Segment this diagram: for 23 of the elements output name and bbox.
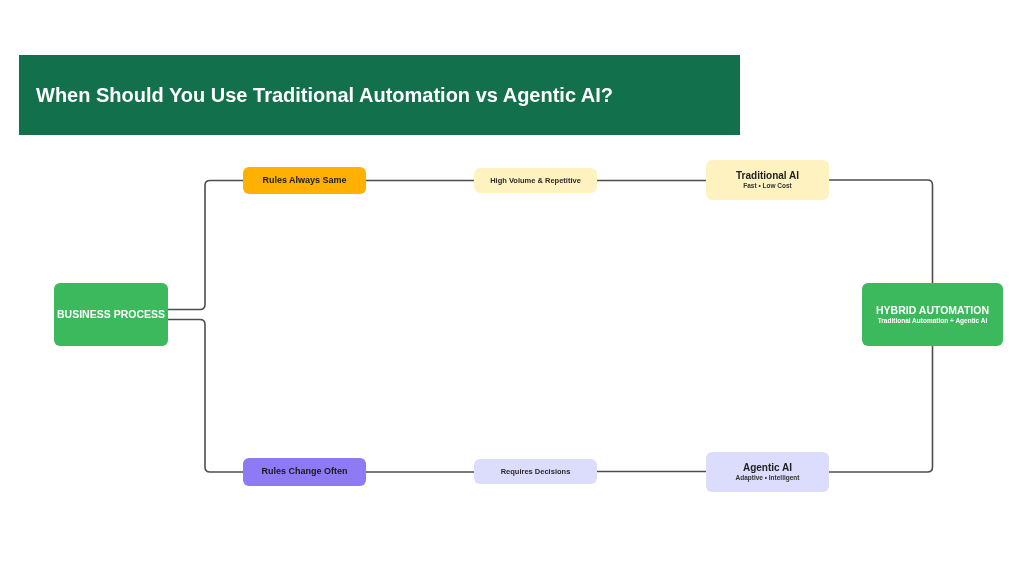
node-label: Rules Change Often [261, 466, 348, 478]
node-label: Agentic AI [742, 461, 793, 475]
condition-box [243, 458, 366, 486]
criteria-box [474, 168, 597, 193]
approach-box [706, 452, 829, 492]
connector-line [596, 179, 707, 182]
criteria-box [474, 459, 597, 484]
connector-line [828, 345, 934, 473]
connector-line [365, 179, 475, 182]
connector-line [167, 318, 244, 473]
connector-line [828, 179, 934, 284]
connector-line [167, 179, 244, 311]
outcome-box [862, 283, 1003, 346]
approach-box [706, 160, 829, 200]
connector-line [596, 470, 707, 473]
node-label: Traditional AI [736, 169, 799, 183]
node-label: BUSINESS PROCESS [57, 307, 165, 322]
title-text: When Should You Use Traditional Automation vs Agentic AI? [36, 82, 614, 108]
connector-line [365, 471, 475, 473]
node-label: Rules Always Same [262, 174, 347, 187]
process-box [54, 283, 168, 346]
condition-box [243, 167, 366, 194]
node-label: HYBRID AUTOMATION [876, 303, 989, 317]
